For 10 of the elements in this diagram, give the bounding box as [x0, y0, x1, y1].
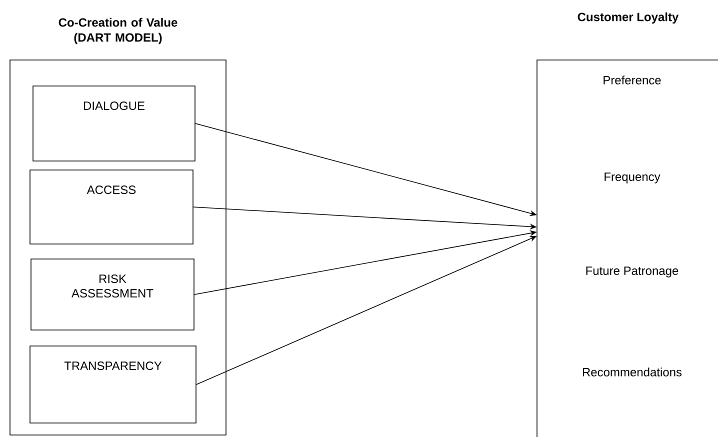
- item-text: Future Patronage: [586, 266, 678, 278]
- item-text: Recommendations: [582, 368, 682, 376]
- group-heading: Customer Loyalty: [578, 12, 679, 24]
- item-text: Frequency: [604, 172, 660, 184]
- process-box: RISK ASSESSMENT: [30, 258, 194, 330]
- group-heading: Co-Creation of Value (DART MODEL): [58, 18, 178, 44]
- process-box: TRANSPARENCY: [30, 346, 196, 424]
- process-box: ACCESS: [30, 170, 194, 244]
- item-text: Preference: [604, 76, 661, 84]
- process-box: DIALOGUE: [32, 86, 196, 162]
